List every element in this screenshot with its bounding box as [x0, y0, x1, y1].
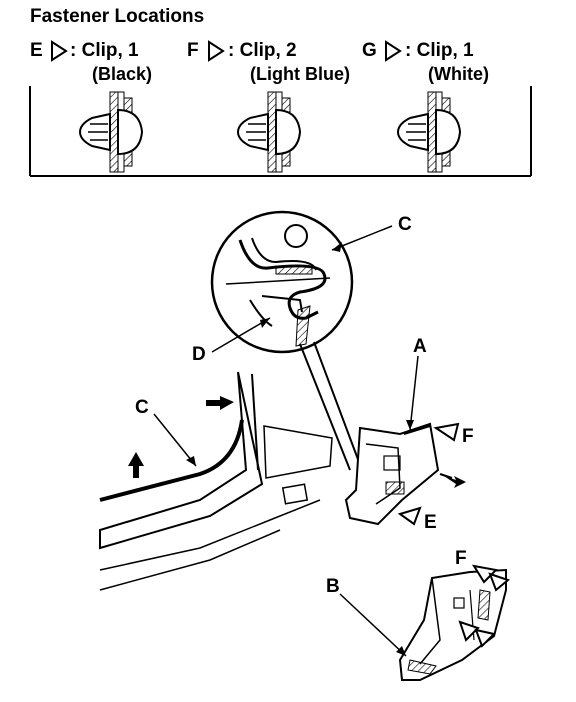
direction-arrow-icon — [128, 452, 144, 478]
callout-c-detail: C — [398, 214, 412, 235]
fastener-g-marker — [474, 628, 496, 648]
fastener-f-letter: F — [187, 40, 199, 61]
callout-b: B — [326, 576, 340, 597]
clip-g-icon — [397, 91, 461, 173]
callout-f-lower: F — [455, 548, 467, 569]
triangle-marker-icon — [51, 40, 68, 62]
fastener-f-label: : Clip, 2 — [228, 40, 297, 61]
callout-e: E — [424, 512, 437, 533]
triangle-marker-icon — [208, 40, 225, 62]
fastener-g-letter: G — [362, 40, 377, 61]
direction-arrow-icon — [444, 476, 466, 488]
fastener-e-label: : Clip, 1 — [70, 40, 139, 61]
page-title: Fastener Locations — [30, 6, 205, 27]
callout-a: A — [413, 336, 427, 357]
trim-panel-a — [344, 422, 440, 526]
fastener-e-color: (Black) — [92, 64, 153, 84]
callout-c-body: C — [135, 397, 149, 418]
triangle-marker-icon — [385, 40, 402, 62]
fastener-f-color: (Light Blue) — [250, 64, 350, 84]
callout-d: D — [192, 344, 206, 365]
fastener-f-marker — [433, 422, 460, 442]
callout-f-upper: F — [462, 426, 474, 447]
direction-arrow-icon — [206, 396, 234, 410]
fastener-f-marker — [488, 572, 511, 592]
detail-circle — [210, 210, 354, 354]
fastener-e-letter: E — [30, 40, 43, 61]
fastener-g-color: (White) — [428, 64, 489, 84]
fastener-g-marker — [458, 620, 480, 642]
clip-e-icon — [79, 91, 143, 173]
fastener-e-marker — [397, 506, 422, 526]
clip-f-icon — [237, 91, 301, 173]
fastener-g-label: : Clip, 1 — [405, 40, 474, 61]
